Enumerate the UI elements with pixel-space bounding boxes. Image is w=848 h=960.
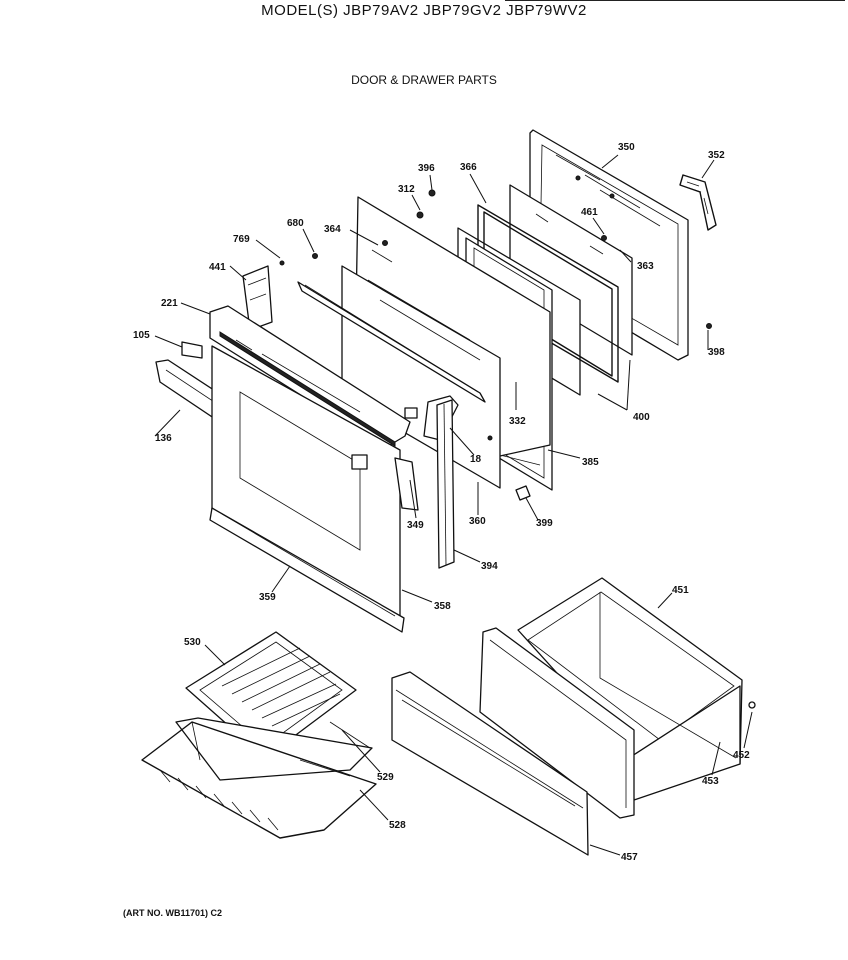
callout-105: 105 — [133, 330, 150, 341]
callout-394: 394 — [481, 561, 498, 572]
callout-680: 680 — [287, 218, 304, 229]
callout-350: 350 — [618, 142, 635, 153]
title-rule — [505, 0, 845, 1]
part-emblem — [181, 341, 203, 359]
callout-769: 769 — [233, 234, 250, 245]
callout-457: 457 — [621, 852, 638, 863]
callout-359: 359 — [259, 592, 276, 603]
diagram-subtitle: DOOR & DRAWER PARTS — [351, 73, 497, 87]
callout-312: 312 — [398, 184, 415, 195]
callout-349: 349 — [407, 520, 424, 531]
part-bottom-trim — [209, 507, 405, 633]
callout-461: 461 — [581, 207, 598, 218]
callout-18: 18 — [470, 454, 482, 465]
part-drawer-liner — [479, 627, 635, 819]
part-top-trim — [297, 281, 486, 403]
callout-385: 385 — [582, 457, 599, 468]
callout-363: 363 — [637, 261, 654, 272]
part-door-hinge — [242, 265, 273, 331]
callout-441: 441 — [209, 262, 226, 273]
part-inner-panel — [341, 196, 551, 489]
callout-530: 530 — [184, 637, 201, 648]
art-number: (ART NO. WB11701) C2 — [123, 908, 223, 918]
callout-399: 399 — [536, 518, 553, 529]
part-vent-panel — [209, 305, 418, 449]
callout-529: 529 — [377, 772, 394, 783]
callout-396: 396 — [418, 163, 435, 174]
callout-360: 360 — [469, 516, 486, 527]
callout-528: 528 — [389, 820, 406, 831]
part-stop-block — [515, 485, 531, 501]
callout-366: 366 — [460, 162, 477, 173]
part-side-channel — [436, 399, 455, 569]
callout-352: 352 — [708, 150, 725, 161]
part-oven-rack — [141, 721, 377, 839]
callout-136: 136 — [155, 433, 172, 444]
callout-221: 221 — [161, 298, 178, 309]
callout-364: 364 — [324, 224, 341, 235]
callout-398: 398 — [708, 347, 725, 358]
part-drawer-front — [391, 671, 589, 856]
callout-400: 400 — [633, 412, 650, 423]
callout-453: 453 — [702, 776, 719, 787]
page-title: MODEL(S) JBP79AV2 JBP79GV2 JBP79WV2 — [261, 2, 587, 19]
callout-451: 451 — [672, 585, 689, 596]
part-hinge-strip — [679, 174, 717, 231]
callout-358: 358 — [434, 601, 451, 612]
callout-452: 452 — [733, 750, 750, 761]
leader-lines — [154, 154, 753, 856]
callout-332: 332 — [509, 416, 526, 427]
